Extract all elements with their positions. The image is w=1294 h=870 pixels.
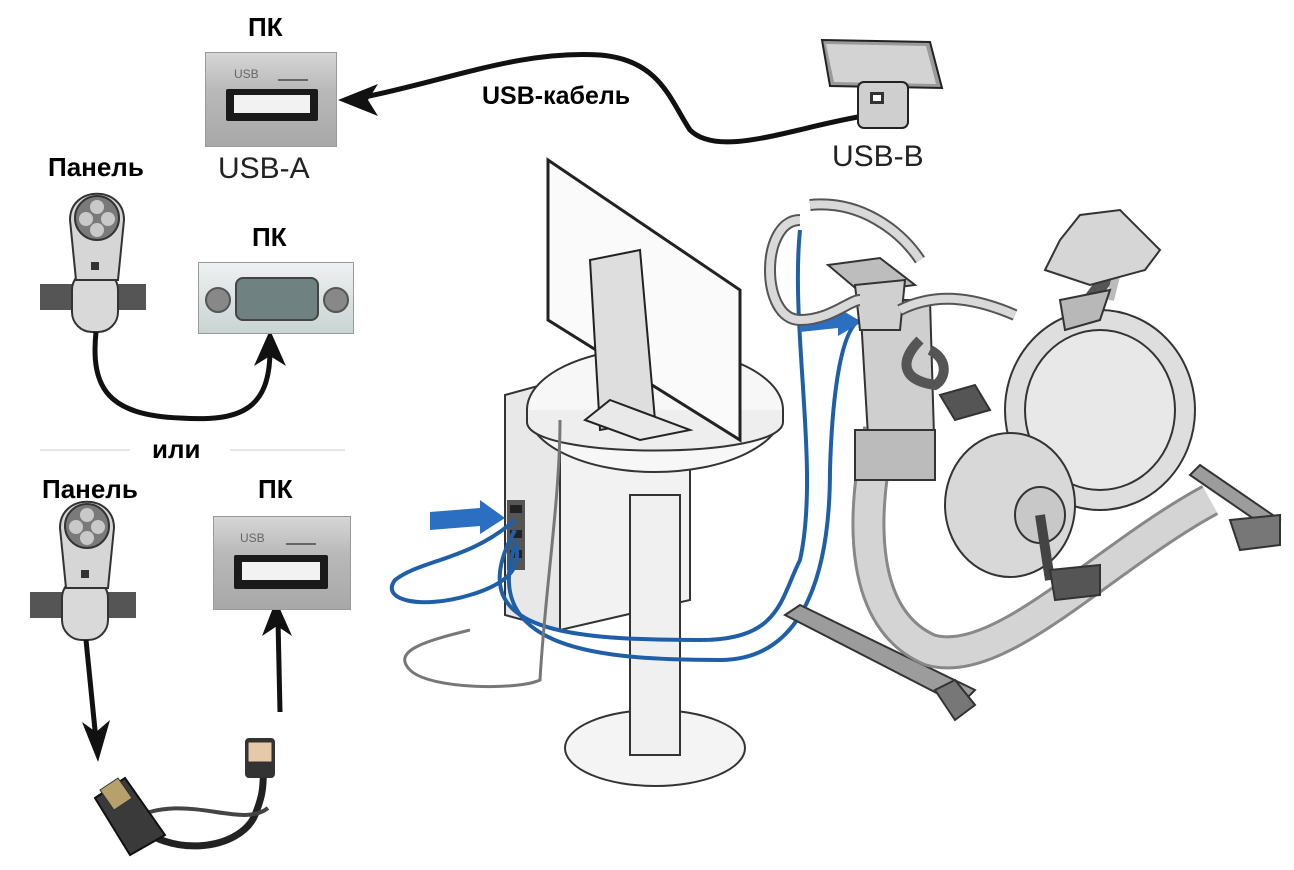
panel-device-2-icon <box>30 500 136 641</box>
serial-socket <box>235 277 319 321</box>
usb-b-device-icon <box>820 38 944 129</box>
exercise-bike-icon <box>764 198 1282 722</box>
panel-label-2: Панель <box>42 474 138 504</box>
blue-arrow-to-pc <box>430 500 505 534</box>
arrow-to-usb-a <box>338 84 378 116</box>
arrow-down-to-adapter <box>82 720 110 762</box>
or-label: или <box>152 434 201 464</box>
pc-label-middle: ПК <box>252 222 287 252</box>
arrow-up-to-usb-port <box>262 600 292 636</box>
arrow-to-serial-port <box>254 330 286 366</box>
usb-socket-top <box>226 89 318 121</box>
usb-port-text-top: USB <box>234 67 259 81</box>
pc-label-top: ПК <box>248 12 283 42</box>
usb-b-label: USB-B <box>832 140 924 173</box>
usb-socket-bottom <box>234 555 328 589</box>
panel-1-cable <box>92 331 273 422</box>
monitor-icon <box>546 157 742 443</box>
adapter-to-pc-line <box>275 619 283 713</box>
usb-a-label: USB-A <box>218 152 310 185</box>
pc-label-bottom: ПК <box>258 474 293 504</box>
serial-port <box>198 262 354 334</box>
usb-a-port-bottom: USB <box>213 516 351 610</box>
usb-trident-icon-2 <box>286 529 316 545</box>
usb-trident-icon <box>278 65 308 81</box>
panel-label-1: Панель <box>48 152 144 182</box>
usb-cable-top <box>359 51 871 145</box>
panel-2-cable <box>83 639 99 741</box>
panel-device-1-icon <box>40 192 146 333</box>
blue-arrow-to-bike <box>800 308 862 336</box>
usb-a-port-top: USB <box>205 52 337 147</box>
usb-cable-label: USB-кабель <box>482 82 631 110</box>
usb-port-text-bottom: USB <box>240 531 265 545</box>
usb-serial-adapter-icon <box>93 738 275 857</box>
grey-pc-cable <box>403 419 562 689</box>
